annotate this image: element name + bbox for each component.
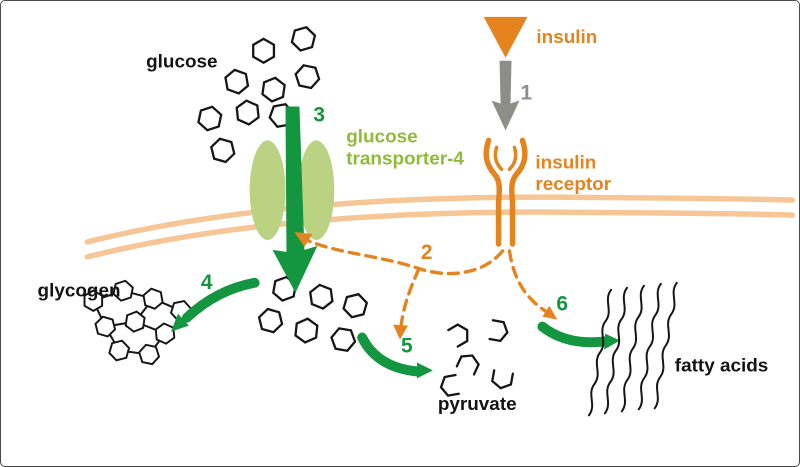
- glut4-right-lobe: [298, 140, 335, 240]
- glycogen-synthesis-arrow: [181, 277, 260, 323]
- fatty-acid-chain-icon: [651, 281, 680, 410]
- signal-arrows: [294, 232, 558, 340]
- receptor-left-subunit: [483, 137, 503, 247]
- glut4-label-line2: transporter-4: [346, 148, 464, 169]
- fatty-acid-chain-icon: [586, 288, 614, 417]
- glucose-molecule-icon: [328, 323, 359, 356]
- membrane-outer-line: [84, 194, 796, 245]
- glycogen-unit-icon: [106, 337, 132, 364]
- cell-membrane: [84, 194, 796, 260]
- glucose-molecule-icon: [293, 316, 320, 345]
- glucose-molecule-icon: [292, 60, 323, 93]
- pyruvate-fragment-icon: [481, 314, 513, 347]
- pyruvate-fragment-icon: [486, 361, 519, 393]
- glycogen-unit-icon: [136, 341, 162, 368]
- lipogenesis-arrowhead: [604, 333, 621, 350]
- glut4-transporter: [249, 140, 335, 240]
- pyruvate-molecules: [437, 314, 519, 401]
- intracellular-glucose-molecules: [256, 274, 370, 356]
- glut4-label-line1: glucose: [346, 126, 417, 147]
- receptor-right-hook: [507, 145, 518, 172]
- glucose-molecule-icon: [234, 98, 261, 127]
- insulin-receptor-label-line2: receptor: [535, 174, 611, 195]
- pyruvate-fragment-icon: [447, 323, 469, 348]
- glycogen-label: glycogen: [38, 281, 121, 302]
- fatty-acids-label: fatty acids: [675, 355, 769, 376]
- insulin-binding-arrow: [491, 60, 520, 131]
- pyruvate-label: pyruvate: [438, 394, 517, 415]
- glucose-molecule-icon: [260, 75, 287, 105]
- step-1-label: 1: [520, 82, 532, 105]
- step-3-label: 3: [313, 103, 325, 126]
- signal-arrowhead-fattyacids: [542, 305, 558, 320]
- step-5-label: 5: [401, 334, 413, 357]
- glucose-label: glucose: [146, 52, 217, 73]
- signal-arrowhead-pyruvate: [393, 324, 408, 340]
- metabolic-arrows: [170, 277, 621, 379]
- glucose-molecule-icon: [196, 103, 224, 134]
- insulin-receptor-label-line1: insulin: [535, 152, 596, 173]
- membrane-inner-line: [84, 209, 796, 260]
- glucose-molecule-icon: [208, 135, 237, 166]
- glycogen-unit-icon: [93, 313, 118, 340]
- glucose-molecule-icon: [289, 23, 318, 55]
- glycogen-arrowhead: [170, 313, 189, 332]
- glucose-molecule-icon: [223, 66, 251, 97]
- insulin-receptor-shape: [483, 137, 528, 247]
- lipogenesis-arrow: [537, 321, 610, 348]
- signal-to-glut4-arrow: [304, 238, 505, 276]
- step-4-label: 4: [201, 271, 213, 294]
- fatty-acid-chains: [586, 281, 680, 417]
- glucose-molecules: [196, 23, 323, 166]
- glut4-left-lobe: [249, 140, 286, 240]
- step-6-label: 6: [556, 293, 568, 316]
- pyruvate-fragment-icon: [452, 349, 483, 381]
- glycolysis-arrowhead: [416, 362, 433, 379]
- receptor-left-hook: [493, 145, 504, 172]
- signal-to-pyruvate-arrow: [399, 267, 421, 329]
- glucose-molecule-icon: [256, 305, 285, 336]
- glucose-molecule-icon: [340, 290, 370, 322]
- glucose-molecule-icon: [252, 37, 276, 64]
- receptor-right-subunit: [509, 137, 528, 247]
- step-2-label: 2: [421, 241, 433, 264]
- glycolysis-arrow: [357, 332, 422, 377]
- glycogen-molecule: [83, 278, 194, 368]
- glucose-molecule-icon: [308, 282, 335, 312]
- insulin-triangle-icon: [483, 16, 528, 58]
- signal-to-fattyacids-arrow: [507, 249, 549, 314]
- insulin-label: insulin: [536, 27, 597, 48]
- signal-arrowhead-glut4: [294, 232, 313, 247]
- glucose-uptake-arrow: [272, 106, 318, 293]
